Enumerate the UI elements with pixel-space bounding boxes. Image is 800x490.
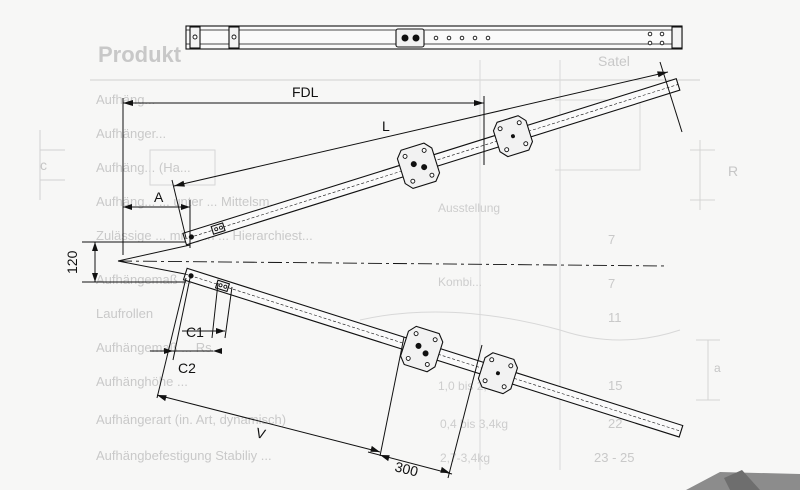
- bg-mid-1: Kombi...: [438, 275, 482, 289]
- l-dimension-line: [173, 71, 669, 187]
- mount-hole-filled: [412, 34, 420, 42]
- label-c1: C1: [186, 324, 204, 340]
- rail-hole: [192, 34, 198, 40]
- c1-ext-right-2: [224, 286, 233, 339]
- upper-mount-plate-2: [492, 115, 534, 158]
- bg-mid-4: 2,7-3,4kg: [440, 451, 490, 465]
- bg-value-3: 15: [608, 378, 622, 393]
- apex-line-upper: [117, 244, 191, 262]
- label-c2: C2: [178, 360, 196, 376]
- bg-row-7: Aufhängemaß ... Rs...: [96, 340, 222, 355]
- bg-row-3: Aufhäng... ... unter ... Mittelsm...: [96, 194, 280, 209]
- label-fdl: FDL: [292, 84, 319, 100]
- c2-extension-left: [172, 277, 191, 361]
- lower-mount-plate-1: [400, 325, 444, 373]
- label-v: V: [254, 424, 268, 442]
- bg-mid-0: Ausstellung: [438, 201, 500, 215]
- bg-mid-values: Ausstellung Kombi... 1,0 bis 2,5kg 0,4 b…: [438, 201, 508, 465]
- c1-extension-right: [211, 282, 219, 339]
- l-extension-left: [171, 179, 187, 239]
- bg-row-6: Laufrollen: [96, 306, 153, 321]
- dimension-labels: FDL L A 120 C1 C2 V 300: [64, 84, 420, 480]
- bg-rows: Aufhäng... Aufhänger... Aufhäng... (Ha..…: [96, 92, 313, 463]
- bg-value-0: 7: [608, 232, 615, 247]
- label-a: A: [154, 189, 164, 205]
- label-300: 300: [393, 458, 420, 479]
- bg-mid-3: 0,4 bis 3,4kg: [440, 417, 508, 431]
- v-extension-right: [379, 336, 405, 457]
- top-rail-mount-plate: [395, 28, 425, 48]
- bg-row-10: Aufhängbefestigung Stabiliy ...: [96, 448, 272, 463]
- bg-row-1: Aufhänger...: [96, 126, 166, 141]
- v-dimension-line: [156, 394, 381, 453]
- bg-left-mark: c: [40, 157, 47, 173]
- bg-value-2: 11: [608, 310, 622, 325]
- v-extension-left: [156, 277, 187, 399]
- bg-heading: Produkt: [98, 42, 182, 67]
- lower-mount-plate-2: [477, 352, 519, 395]
- apex-line-lower: [117, 260, 191, 276]
- top-rail-hole-row: [433, 31, 665, 46]
- upper-rail: [182, 78, 681, 246]
- upper-mount-plate-1: [396, 142, 441, 190]
- top-rail: [185, 25, 683, 50]
- bg-value-5: 23 - 25: [594, 450, 634, 465]
- center-axis-line: [117, 260, 669, 267]
- bg-value-1: 7: [608, 276, 615, 291]
- bg-values: 7 7 11 15 22 23 - 25: [594, 232, 634, 465]
- label-120: 120: [64, 250, 80, 274]
- bg-row-0: Aufhäng...: [96, 92, 155, 107]
- bg-row-2: Aufhäng... (Ha...: [96, 160, 191, 175]
- bg-r-mark: R: [728, 163, 738, 179]
- rail-pivot-hole: [188, 273, 194, 279]
- bg-row-5: Aufhängemaß ...: [96, 272, 192, 287]
- top-rail-end-cap-right: [671, 26, 683, 49]
- background-table: Produkt Satel Aufhäng... Aufhänger... Au…: [39, 42, 800, 490]
- label-l: L: [382, 118, 390, 134]
- dimensions: [82, 61, 683, 479]
- lower-rail: [182, 267, 684, 438]
- bg-right-heading: Satel: [598, 53, 630, 69]
- upper-rail-clamp: [210, 222, 226, 235]
- mount-hole-filled: [401, 34, 409, 42]
- lower-rail-clamp: [214, 279, 231, 293]
- bg-row-8: Aufhänghöhe ...: [96, 374, 188, 389]
- bg-value-4: 22: [608, 416, 622, 431]
- rail-hole: [231, 34, 237, 40]
- dim-300-extension-right: [447, 344, 483, 479]
- l-extension-right: [659, 61, 683, 133]
- bg-a-mark: a: [714, 361, 721, 375]
